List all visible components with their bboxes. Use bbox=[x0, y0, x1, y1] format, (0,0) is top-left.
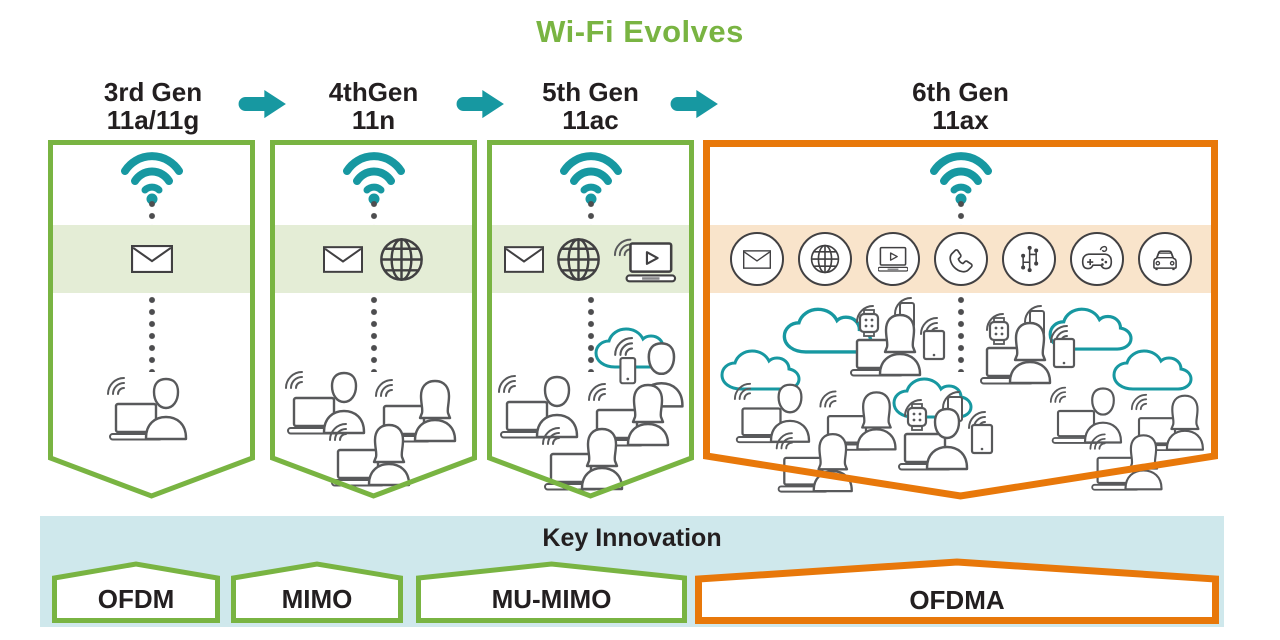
dotted-link bbox=[370, 296, 377, 372]
header-gen4: 4thGen 11n bbox=[270, 78, 477, 134]
gen3-name: 3rd Gen bbox=[103, 77, 203, 107]
gen5-name: 5th Gen bbox=[542, 77, 639, 107]
page-title: Wi-Fi Evolves bbox=[536, 14, 744, 49]
service-circle bbox=[729, 232, 784, 286]
pentagon-outline bbox=[231, 561, 403, 623]
key-innovation-title: Key Innovation bbox=[542, 524, 722, 552]
dotted-link bbox=[957, 200, 964, 225]
innovation-label: MIMO bbox=[281, 584, 353, 614]
arrow-right-icon bbox=[456, 89, 504, 119]
gen4-standard: 11n bbox=[351, 105, 396, 135]
service-circle bbox=[1137, 232, 1192, 286]
gen4-name: 4thGen bbox=[328, 77, 419, 107]
dotted-link bbox=[148, 200, 155, 225]
dotted-link bbox=[370, 200, 377, 225]
innovation-label: OFDMA bbox=[909, 585, 1005, 615]
gen6-banner-outline bbox=[703, 140, 1218, 500]
gen6-name: 6th Gen bbox=[912, 77, 1009, 107]
arrow-right-icon bbox=[670, 89, 718, 119]
innovation-label: OFDM bbox=[97, 584, 175, 614]
pentagon-outline bbox=[695, 558, 1219, 624]
dotted-link bbox=[148, 296, 155, 372]
gen4-service-band bbox=[270, 225, 477, 293]
arrow-right-icon bbox=[238, 89, 286, 119]
service-circle bbox=[1001, 232, 1056, 286]
gen3-service-band bbox=[48, 225, 255, 293]
gen5-service-band bbox=[487, 225, 694, 293]
service-circle bbox=[1069, 232, 1124, 286]
gen6-standard: 11ax bbox=[932, 105, 989, 135]
innovation-mimo: MIMO bbox=[231, 561, 403, 623]
column-gen5 bbox=[487, 140, 694, 502]
innovation-ofdm: OFDM bbox=[52, 561, 220, 623]
gen3-banner-outline bbox=[48, 140, 255, 499]
service-circle bbox=[797, 232, 852, 286]
gen6-service-band bbox=[703, 225, 1218, 293]
column-gen3 bbox=[48, 140, 255, 502]
header-gen3: 3rd Gen 11a/11g bbox=[48, 78, 258, 134]
dotted-link bbox=[957, 296, 964, 372]
gen5-standard: 11ac bbox=[562, 105, 619, 135]
gen3-standard: 11a/11g bbox=[106, 105, 200, 135]
column-gen6 bbox=[703, 140, 1218, 502]
gen4-banner-outline bbox=[270, 140, 477, 499]
dotted-link bbox=[587, 200, 594, 225]
innovation-label: MU-MIMO bbox=[491, 584, 612, 614]
dotted-link bbox=[587, 296, 594, 372]
service-circle bbox=[933, 232, 988, 286]
header-gen5: 5th Gen 11ac bbox=[487, 78, 694, 134]
gen5-banner-outline bbox=[487, 140, 694, 499]
pentagon-outline bbox=[52, 561, 220, 623]
innovation-mu-mimo: MU-MIMO bbox=[416, 561, 687, 623]
service-circle bbox=[865, 232, 920, 286]
header-gen6: 6th Gen 11ax bbox=[703, 78, 1218, 134]
pentagon-outline bbox=[416, 561, 687, 623]
column-gen4 bbox=[270, 140, 477, 502]
innovation-ofdma: OFDMA bbox=[695, 558, 1219, 624]
